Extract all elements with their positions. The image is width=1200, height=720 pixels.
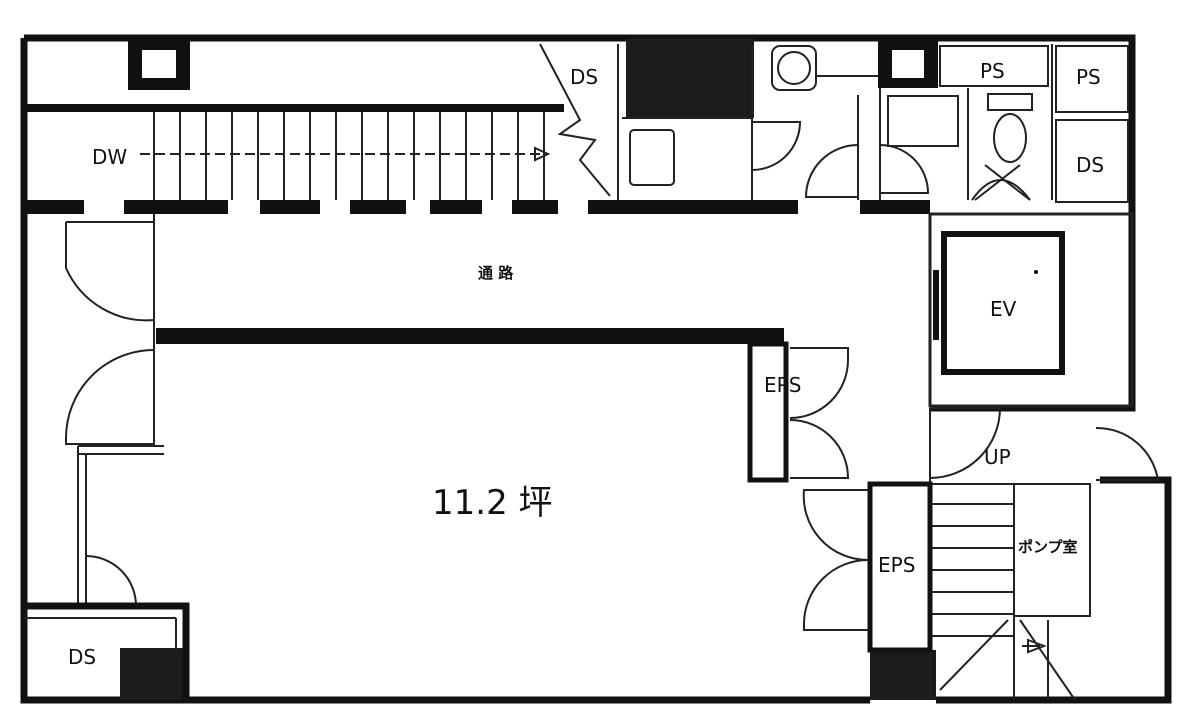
ds-bottom-left-box <box>24 602 190 700</box>
ev-label: EV <box>990 297 1017 321</box>
ds-top-shaft <box>539 43 619 200</box>
ds-right-label: DS <box>1076 153 1104 177</box>
ps-label-1: PS <box>980 59 1005 83</box>
dw-stair-treads <box>140 112 551 200</box>
up-label: UP <box>984 445 1011 469</box>
eps-lower-label: EPS <box>878 553 915 577</box>
elevator-box <box>928 212 1134 408</box>
doors-top <box>751 121 1031 201</box>
eps-upper-label: EPS <box>764 373 801 397</box>
top-structure <box>24 104 930 214</box>
columns <box>120 38 938 700</box>
corridor-lower-wall <box>156 328 784 344</box>
ds-top-label: DS <box>570 65 598 89</box>
area-label: 11.2 坪 <box>432 483 553 523</box>
wc-area <box>622 44 1129 203</box>
pump-room <box>1013 426 1160 617</box>
eps-upper-box <box>747 341 850 483</box>
pump-room-label: ポンプ室 <box>1018 538 1078 556</box>
dw-label: DW <box>92 145 127 169</box>
left-side <box>65 214 164 607</box>
ds-bottom-left-label: DS <box>68 645 96 669</box>
corridor-label: 通 路 <box>478 264 514 282</box>
ps-label-2: PS <box>1076 65 1101 89</box>
eps-lower-box <box>802 481 933 653</box>
